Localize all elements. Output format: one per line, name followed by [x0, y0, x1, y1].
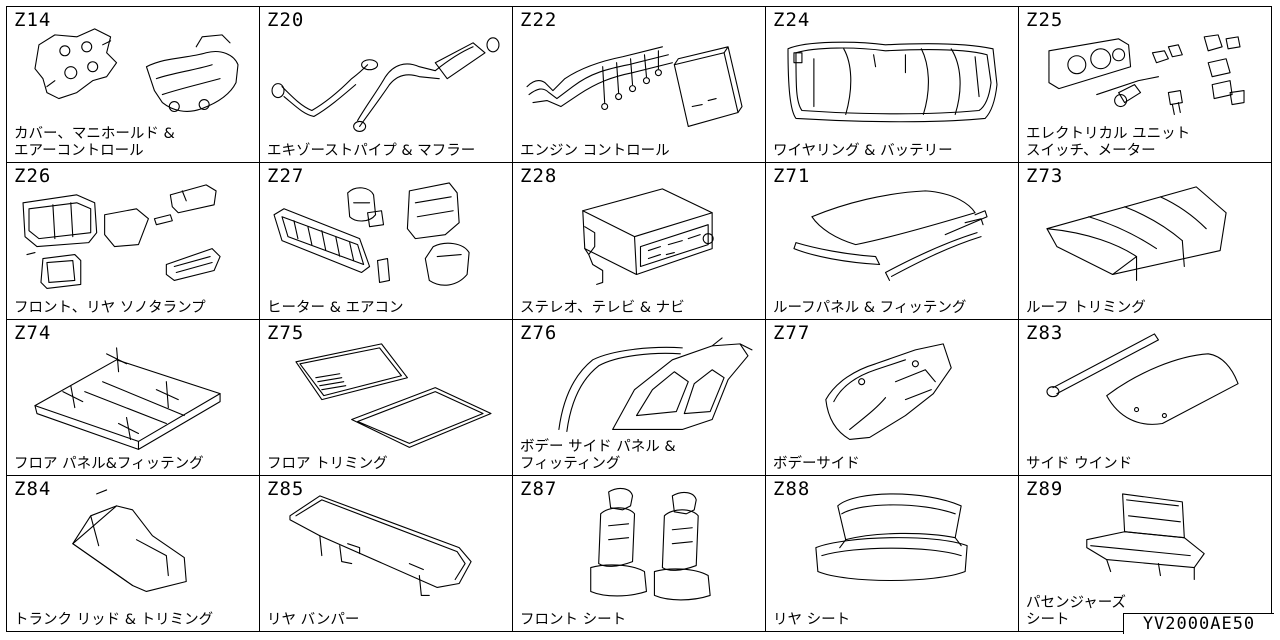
roof-panel-icon	[766, 163, 1018, 318]
category-z20[interactable]: Z20 エキゾーストパイプ & マフラー	[260, 7, 513, 164]
floor-panel-icon	[7, 320, 259, 475]
category-z75[interactable]: Z75 フロア トリミング	[260, 319, 513, 476]
category-label: ワイヤリング & バッテリー	[773, 143, 953, 160]
category-z74[interactable]: Z74 フロア パネル&フィッテング	[7, 319, 260, 476]
page-code-label: YV2000AE50	[1123, 613, 1274, 634]
parts-category-grid: Z14 カバー、マニホールド & エアーコントロール Z20	[6, 6, 1272, 632]
category-label: エレクトリカル ユニット スイッチ、メーター	[1026, 126, 1191, 160]
side-window-icon	[1019, 320, 1271, 475]
category-code: Z76	[520, 321, 558, 344]
category-label: フロア パネル&フィッテング	[14, 455, 204, 472]
category-z87[interactable]: Z87 フロント シート	[513, 475, 766, 632]
category-label: サイド ウインド	[1026, 455, 1133, 472]
category-label: トランク リッド & トリミング	[14, 612, 214, 628]
category-code: Z28	[520, 165, 558, 188]
category-z83[interactable]: Z83 サイド ウインド	[1019, 319, 1272, 476]
category-label: パセンジャーズ シート	[1026, 595, 1127, 628]
wiring-icon	[766, 7, 1018, 162]
category-z77[interactable]: Z77 ボデーサイド	[766, 319, 1019, 476]
trunk-lid-icon	[7, 476, 259, 631]
manifold-icon	[7, 7, 259, 162]
category-label: フロント、リヤ ソノタランプ	[14, 299, 206, 316]
body-side-trim-icon	[766, 320, 1018, 475]
category-code: Z26	[14, 165, 52, 188]
category-code: Z77	[773, 321, 811, 344]
front-seat-icon	[513, 476, 765, 631]
category-label: ボデーサイド	[773, 455, 860, 472]
category-z85[interactable]: Z85 リヤ バンパー	[260, 475, 513, 632]
category-code: Z25	[1026, 9, 1064, 31]
category-label: フロント シート	[520, 612, 627, 628]
category-label: カバー、マニホールド & エアーコントロール	[14, 126, 175, 160]
category-z73[interactable]: Z73 ルーフ トリミング	[1019, 163, 1272, 320]
lamp-icon	[7, 163, 259, 318]
category-code: Z87	[520, 477, 558, 500]
category-label: エキゾーストパイプ & マフラー	[267, 143, 476, 160]
category-label: ステレオ、テレビ & ナビ	[520, 299, 685, 316]
heater-icon	[260, 163, 512, 318]
category-label: リヤ シート	[773, 612, 851, 628]
roof-trim-icon	[1019, 163, 1271, 318]
category-code: Z71	[773, 165, 811, 188]
category-z27[interactable]: Z27 ヒーター & エアコン	[260, 163, 513, 320]
floor-mat-icon	[260, 320, 512, 475]
category-code: Z20	[267, 9, 305, 31]
stereo-icon	[513, 163, 765, 318]
category-code: Z74	[14, 321, 52, 344]
exhaust-pipe-icon	[260, 7, 512, 162]
category-code: Z22	[520, 9, 558, 31]
electrical-unit-icon	[1019, 7, 1271, 162]
category-z84[interactable]: Z84 トランク リッド & トリミング	[7, 475, 260, 632]
category-z24[interactable]: Z24 ワイヤリング & バッテリー	[766, 7, 1019, 164]
category-code: Z24	[773, 9, 811, 31]
category-z89[interactable]: Z89 パセンジャーズ シート	[1019, 475, 1272, 632]
body-side-panel-icon	[513, 320, 765, 475]
engine-control-icon	[513, 7, 765, 162]
category-code: Z75	[267, 321, 305, 344]
category-z14[interactable]: Z14 カバー、マニホールド & エアーコントロール	[7, 7, 260, 164]
category-z22[interactable]: Z22 エンジン コントロール	[513, 7, 766, 164]
category-z76[interactable]: Z76 ボデー サイド パネル & フィッティング	[513, 319, 766, 476]
passenger-seat-icon	[1019, 476, 1271, 631]
rear-bumper-icon	[260, 476, 512, 631]
category-code: Z27	[267, 165, 305, 188]
category-z71[interactable]: Z71 ルーフパネル & フィッテング	[766, 163, 1019, 320]
category-code: Z83	[1026, 321, 1064, 344]
category-z88[interactable]: Z88 リヤ シート	[766, 475, 1019, 632]
category-z28[interactable]: Z28 ステレオ、テレビ & ナビ	[513, 163, 766, 320]
category-label: ルーフ トリミング	[1026, 299, 1146, 316]
category-label: ルーフパネル & フィッテング	[773, 299, 967, 316]
category-code: Z84	[14, 477, 52, 500]
category-label: ボデー サイド パネル & フィッティング	[520, 438, 676, 472]
category-label: フロア トリミング	[267, 455, 388, 472]
category-code: Z88	[773, 477, 811, 500]
category-code: Z89	[1026, 477, 1064, 500]
category-label: ヒーター & エアコン	[267, 299, 404, 316]
category-label: エンジン コントロール	[520, 143, 670, 160]
rear-seat-icon	[766, 476, 1018, 631]
category-code: Z85	[267, 477, 305, 500]
category-code: Z14	[14, 9, 52, 31]
category-code: Z73	[1026, 165, 1064, 188]
category-z25[interactable]: Z25 エレクトリカル ユニット スイッチ、メーター	[1019, 7, 1272, 164]
category-z26[interactable]: Z26 フロント、リヤ ソノタランプ	[7, 163, 260, 320]
category-label: リヤ バンパー	[267, 612, 360, 628]
